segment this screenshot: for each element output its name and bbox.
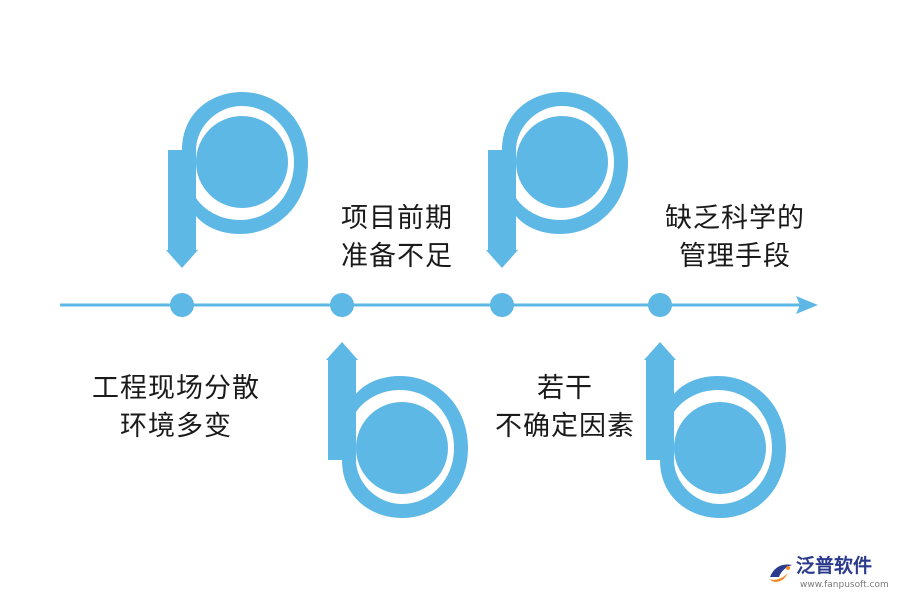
factor-label-4: 缺乏科学的 管理手段	[640, 200, 830, 276]
brand-logo: 泛普软件 www.fanpusoft.com	[766, 553, 896, 597]
loop-arrow-down-icon	[166, 92, 308, 268]
timeline-node-3	[490, 293, 514, 317]
brand-url: www.fanpusoft.com	[800, 580, 889, 590]
brand-name: 泛普软件	[796, 555, 873, 577]
timeline-node-4	[648, 293, 672, 317]
factor-3-line-2: 不确定因素	[495, 411, 635, 442]
factor-1-line-2: 环境多变	[120, 411, 232, 442]
factor-label-3: 若干 不确定因素	[470, 370, 660, 446]
factor-1-line-1: 工程现场分散	[92, 373, 260, 404]
bird-logo-icon	[769, 564, 792, 582]
loop-arrow-down-icon	[486, 92, 628, 268]
factor-2-line-2: 准备不足	[341, 241, 453, 272]
factor-label-2: 项目前期 准备不足	[322, 200, 472, 276]
factor-4-line-2: 管理手段	[679, 241, 791, 272]
factor-4-line-1: 缺乏科学的	[665, 203, 805, 234]
timeline-node-1	[170, 293, 194, 317]
loop-arrow-up-icon	[326, 342, 468, 518]
factor-3-line-1: 若干	[537, 373, 593, 404]
factor-2-line-1: 项目前期	[341, 203, 453, 234]
loop-arrow-up-icon	[644, 342, 786, 518]
timeline-node-2	[330, 293, 354, 317]
timeline-arrowhead	[796, 296, 818, 314]
factor-label-1: 工程现场分散 环境多变	[76, 370, 276, 446]
